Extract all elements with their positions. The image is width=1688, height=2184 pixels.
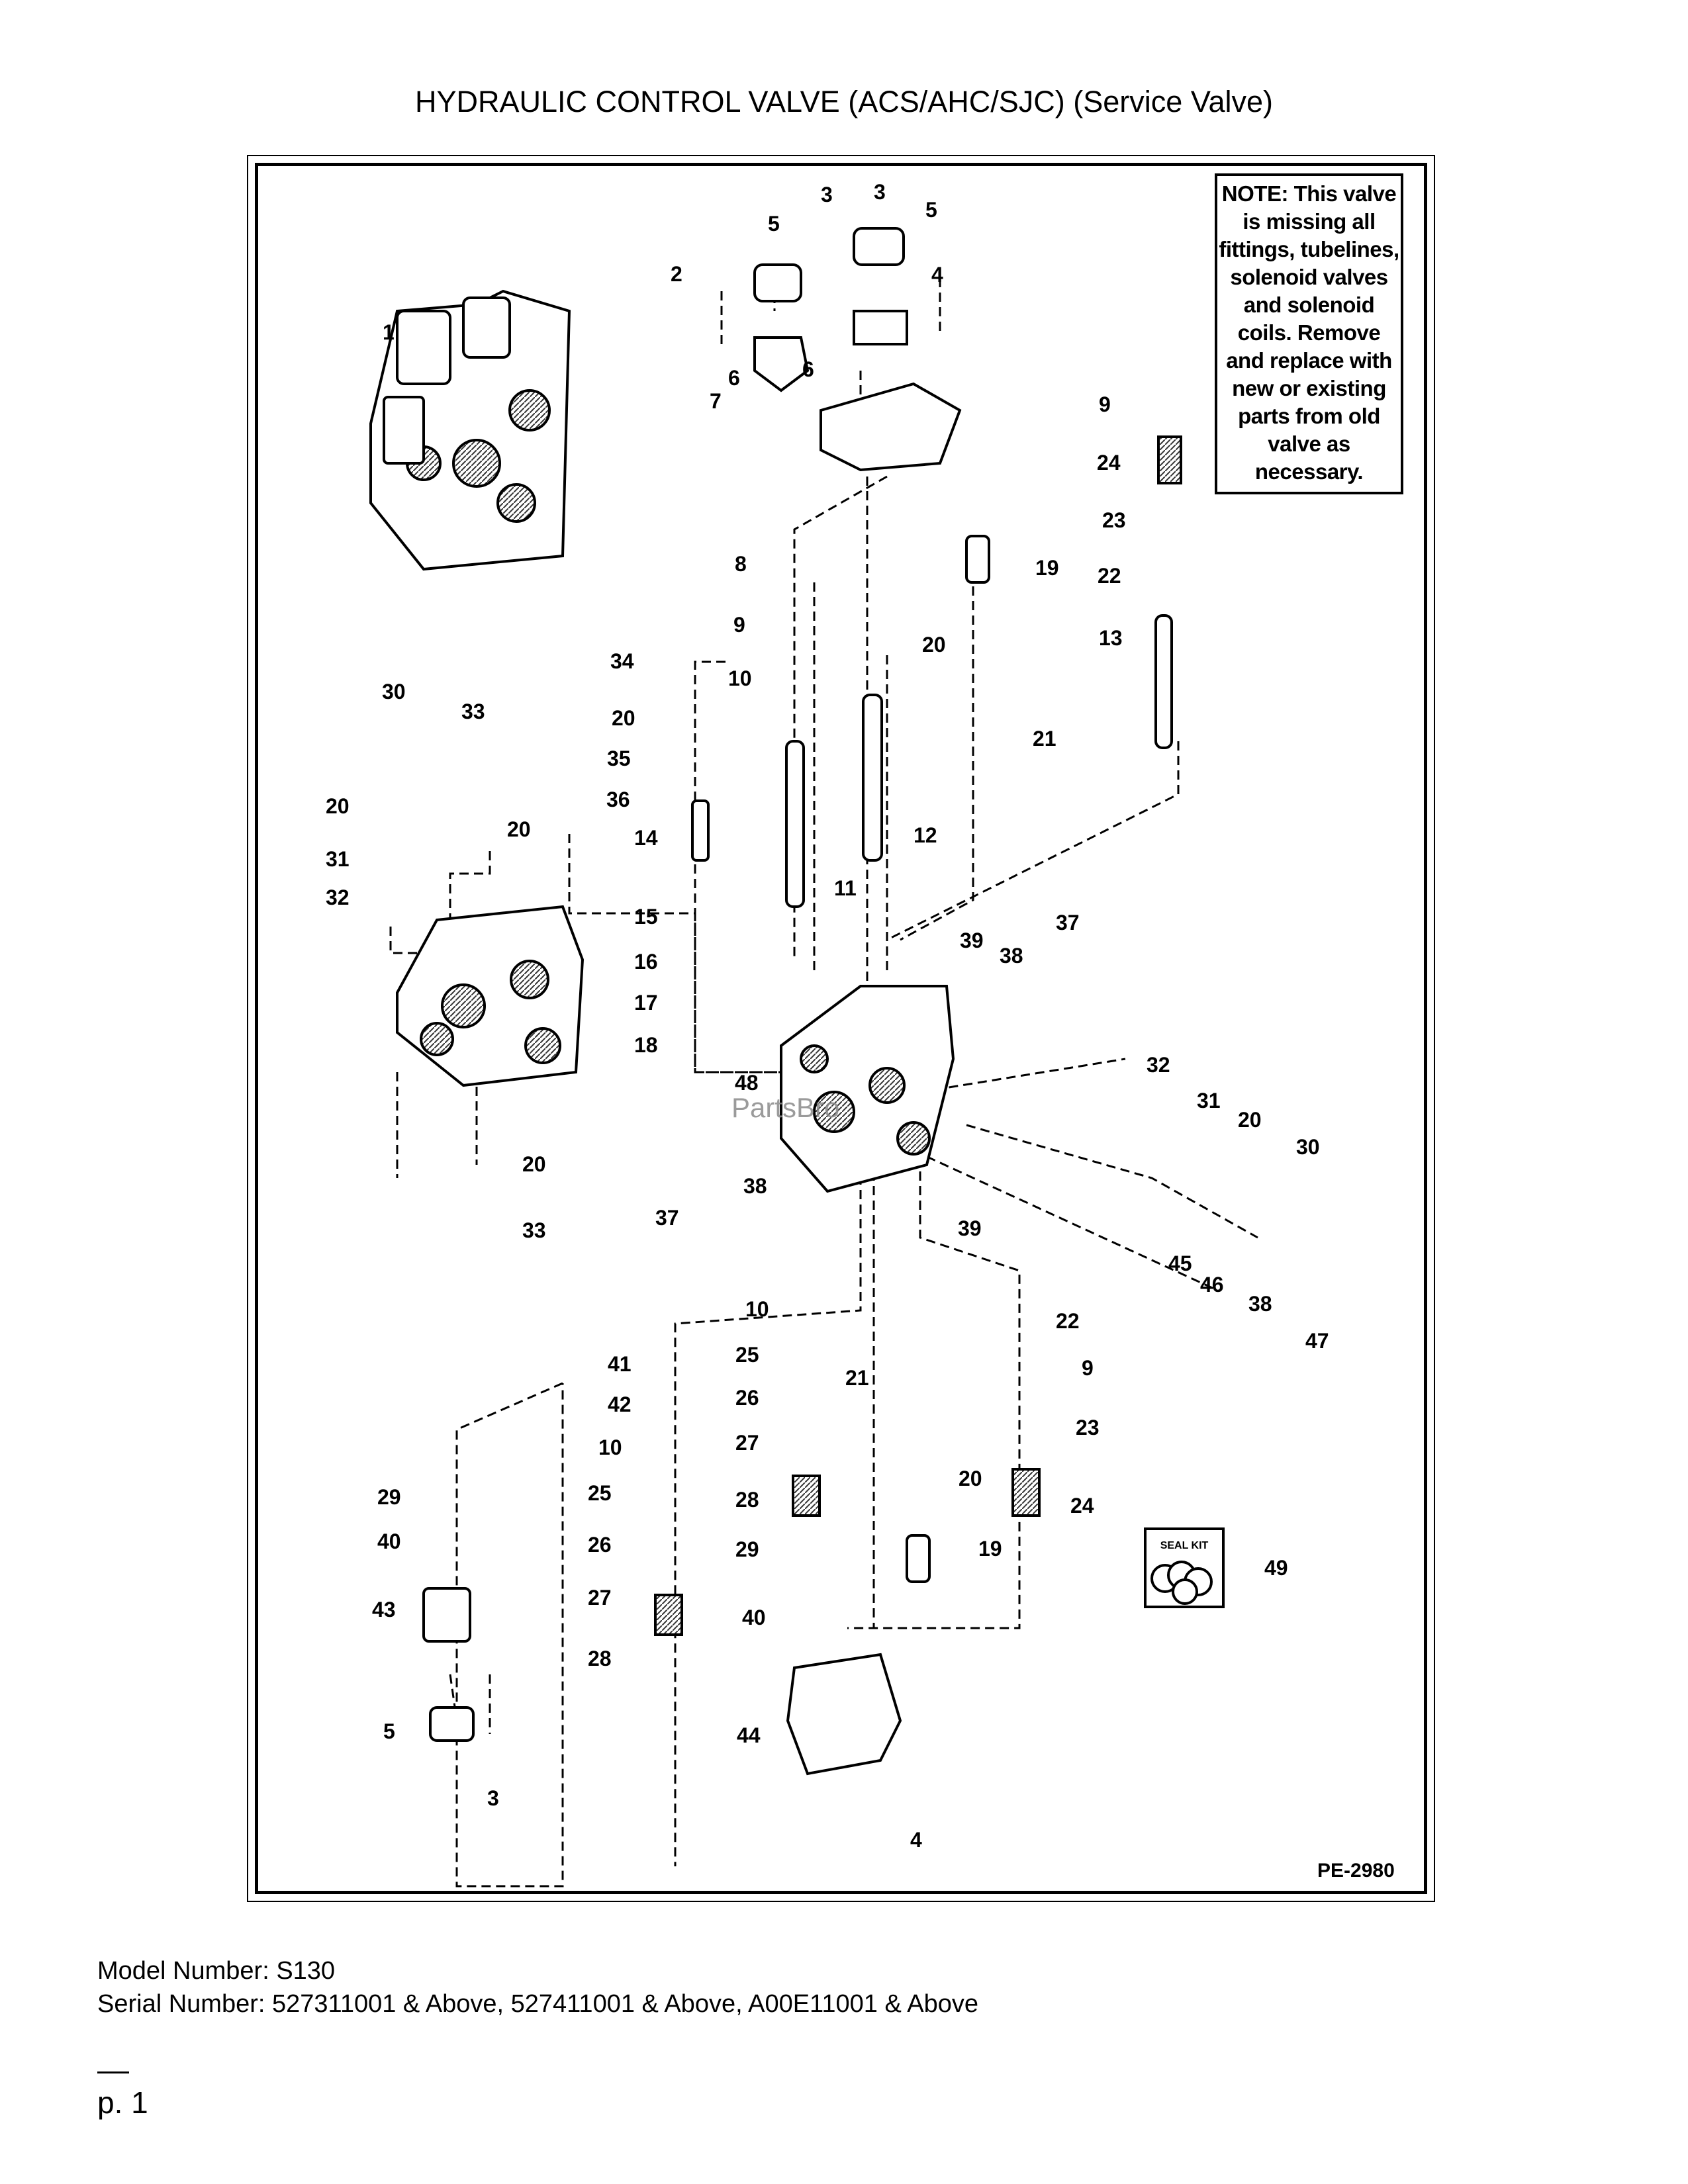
callout-21: 21	[1033, 727, 1056, 751]
callout-29: 29	[377, 1485, 401, 1509]
callout-38: 38	[1000, 944, 1023, 968]
callout-10: 10	[745, 1297, 769, 1321]
callout-32: 32	[1147, 1053, 1170, 1077]
callout-31: 31	[1197, 1089, 1221, 1113]
callout-33: 33	[522, 1218, 546, 1242]
model-number: Model Number: S130	[97, 1957, 336, 1985]
callout-13: 13	[1099, 626, 1123, 650]
callout-25: 25	[588, 1481, 612, 1505]
callout-5: 5	[383, 1719, 395, 1743]
callout-38: 38	[743, 1174, 767, 1198]
page-number-rule	[97, 2071, 129, 2073]
callout-32: 32	[326, 886, 350, 909]
callout-42: 42	[608, 1392, 632, 1416]
note-bold-label: NOTE:	[1221, 181, 1289, 206]
callout-14: 14	[634, 826, 658, 850]
serial-number: Serial Number: 527311001 & Above, 527411…	[97, 1990, 979, 2018]
callout-26: 26	[735, 1386, 759, 1410]
callout-28: 28	[588, 1647, 612, 1670]
page-number: p. 1	[97, 2085, 148, 2120]
callout-19: 19	[1035, 556, 1059, 580]
figure-inner-border	[255, 163, 1427, 1894]
callout-49: 49	[1264, 1556, 1288, 1580]
callout-39: 39	[960, 929, 984, 952]
callout-29: 29	[735, 1537, 759, 1561]
callout-22: 22	[1098, 564, 1121, 588]
callout-36: 36	[606, 788, 630, 811]
figure-frame	[247, 155, 1435, 1902]
callout-46: 46	[1200, 1273, 1224, 1297]
callout-43: 43	[372, 1598, 396, 1621]
callout-24: 24	[1097, 451, 1121, 475]
callout-4: 4	[931, 263, 943, 287]
callout-20: 20	[326, 794, 350, 818]
figure-code: PE-2980	[1317, 1860, 1395, 1882]
callout-45: 45	[1168, 1251, 1192, 1275]
callout-7: 7	[710, 389, 722, 413]
callout-35: 35	[607, 747, 631, 770]
callout-17: 17	[634, 991, 658, 1015]
callout-40: 40	[742, 1606, 766, 1629]
callout-25: 25	[735, 1343, 759, 1367]
callout-21: 21	[845, 1366, 869, 1390]
callout-20: 20	[922, 633, 946, 657]
callout-6: 6	[802, 357, 814, 381]
callout-20: 20	[507, 817, 531, 841]
callout-8: 8	[735, 552, 747, 576]
watermark: PartsBro	[731, 1092, 840, 1123]
callout-5: 5	[925, 198, 937, 222]
callout-23: 23	[1076, 1416, 1100, 1439]
callout-20: 20	[612, 706, 635, 730]
callout-37: 37	[655, 1206, 679, 1230]
callout-30: 30	[382, 680, 406, 704]
callout-12: 12	[914, 823, 937, 847]
callout-20: 20	[522, 1152, 546, 1176]
seal-kit-label: SEAL KIT	[1160, 1540, 1209, 1551]
callout-33: 33	[461, 700, 485, 723]
callout-27: 27	[735, 1431, 759, 1455]
callout-15: 15	[634, 905, 658, 929]
callout-23: 23	[1102, 508, 1126, 532]
callout-9: 9	[733, 613, 745, 637]
callout-9: 9	[1082, 1356, 1094, 1380]
callout-3: 3	[821, 183, 833, 206]
callout-37: 37	[1056, 911, 1080, 934]
callout-47: 47	[1305, 1329, 1329, 1353]
callout-22: 22	[1056, 1309, 1080, 1333]
callout-28: 28	[735, 1488, 759, 1512]
callout-31: 31	[326, 847, 350, 871]
callout-41: 41	[608, 1352, 632, 1376]
callout-40: 40	[377, 1529, 401, 1553]
callout-9: 9	[1099, 392, 1111, 416]
callout-1: 1	[383, 320, 395, 344]
callout-3: 3	[874, 180, 886, 204]
callout-34: 34	[610, 649, 634, 673]
note-text: This valve is missing all fittings, tube…	[1219, 181, 1399, 484]
note-box: NOTE: This valve is missing all fittings…	[1215, 173, 1403, 494]
callout-20: 20	[959, 1467, 982, 1490]
callout-18: 18	[634, 1033, 658, 1057]
callout-10: 10	[598, 1435, 622, 1459]
callout-11: 11	[834, 876, 857, 900]
page-title: HYDRAULIC CONTROL VALVE (ACS/AHC/SJC) (S…	[414, 85, 1274, 118]
callout-27: 27	[588, 1586, 612, 1610]
callout-4: 4	[910, 1828, 922, 1852]
callout-30: 30	[1296, 1135, 1320, 1159]
callout-3: 3	[487, 1786, 499, 1810]
callout-20: 20	[1238, 1108, 1262, 1132]
callout-19: 19	[978, 1537, 1002, 1561]
callout-2: 2	[671, 262, 682, 286]
callout-48: 48	[735, 1071, 759, 1095]
callout-26: 26	[588, 1533, 612, 1557]
callout-6: 6	[728, 366, 740, 390]
callout-24: 24	[1070, 1494, 1094, 1518]
callout-5: 5	[768, 212, 780, 236]
callout-44: 44	[737, 1723, 761, 1747]
callout-38: 38	[1248, 1292, 1272, 1316]
callout-10: 10	[728, 666, 752, 690]
callout-16: 16	[634, 950, 658, 974]
callout-39: 39	[958, 1216, 982, 1240]
